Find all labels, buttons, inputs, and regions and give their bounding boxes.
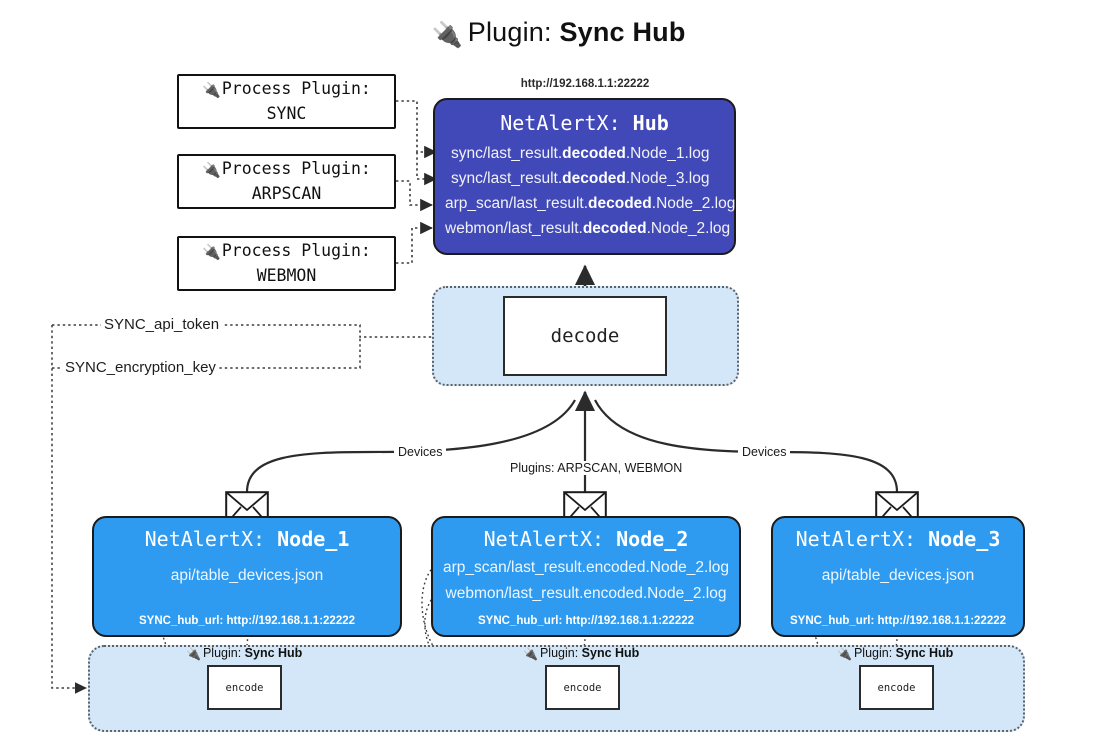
node-1-title-strong: Node_1 <box>277 527 350 551</box>
hub-url-label: http://192.168.1.1:22222 <box>520 78 650 90</box>
encode-box-2-label: encode <box>563 681 602 694</box>
hub-log-pre: sync/last_result. <box>451 145 563 162</box>
decode-box[interactable]: decode <box>503 296 667 376</box>
hub-log-pre: sync/last_result. <box>451 170 563 187</box>
process-plugin-sync-label: Process Plugin: <box>221 79 371 99</box>
hub-log-bold: decoded <box>562 145 626 162</box>
encoder-2-caption-lead: Plugin: <box>539 646 579 660</box>
process-plugin-arpscan-label: Process Plugin: <box>221 159 371 179</box>
plug-icon: 🔌 <box>202 161 221 180</box>
hub-log-list: sync/last_result.decoded.Node_1.log sync… <box>435 141 736 241</box>
plug-icon: 🔌 <box>431 21 463 49</box>
hub-log-post: .Node_1.log <box>625 145 710 162</box>
page-title-lead: Plugin: <box>467 17 552 47</box>
edge-label-plugins-middle: Plugins: ARPSCAN, WEBMON <box>506 461 687 475</box>
node-2[interactable]: NetAlertX: Node_2 arp_scan/last_result.e… <box>431 516 741 637</box>
encode-box-1[interactable]: encode <box>207 665 282 710</box>
page-title-strong: Sync Hub <box>559 17 686 47</box>
node-2-title: NetAlertX: Node_2 <box>433 527 739 551</box>
hub-log-line: arp_scan/last_result.decoded.Node_2.log <box>435 191 736 216</box>
process-plugin-arpscan[interactable]: 🔌Process Plugin: ARPSCAN <box>177 154 396 209</box>
hub-title: NetAlertX: Hub <box>435 111 734 135</box>
node-2-title-lead: NetAlertX: <box>483 527 605 551</box>
process-plugin-webmon-label: Process Plugin: <box>221 241 371 261</box>
hub-title-lead: NetAlertX: <box>500 111 621 135</box>
hub-log-post: .Node_2.log <box>651 195 736 212</box>
encode-box-1-label: encode <box>225 681 264 694</box>
process-plugin-webmon-line1: 🔌Process Plugin: <box>202 239 371 264</box>
encoder-2-caption-strong: Sync Hub <box>581 646 640 660</box>
hub-log-post: .Node_2.log <box>646 220 731 237</box>
node-3-title-lead: NetAlertX: <box>795 527 917 551</box>
plug-icon: 🔌 <box>202 243 221 262</box>
process-plugin-sync[interactable]: 🔌Process Plugin: SYNC <box>177 74 396 129</box>
encoder-1-caption-lead: Plugin: <box>202 646 242 660</box>
hub-log-bold: decoded <box>582 220 647 237</box>
process-plugin-sync-line1: 🔌Process Plugin: <box>202 77 371 102</box>
node-2-title-strong: Node_2 <box>616 527 689 551</box>
hub-node[interactable]: NetAlertX: Hub sync/last_result.decoded.… <box>433 98 736 255</box>
process-plugin-sync-name: SYNC <box>266 103 307 123</box>
hub-log-bold: decoded <box>588 195 652 212</box>
plug-icon: 🔌 <box>202 81 221 100</box>
process-plugin-arpscan-name: ARPSCAN <box>251 183 322 203</box>
node-1-title-lead: NetAlertX: <box>144 527 266 551</box>
node-1-title: NetAlertX: Node_1 <box>94 527 400 551</box>
hub-log-post: .Node_3.log <box>625 170 710 187</box>
encode-box-3-label: encode <box>877 681 916 694</box>
node-2-hub-url: SYNC_hub_url: http://192.168.1.1:22222 <box>477 615 695 627</box>
process-plugin-webmon-name: WEBMON <box>256 265 317 285</box>
hub-log-bold: decoded <box>562 170 626 187</box>
decode-box-label: decode <box>550 325 620 347</box>
node-1[interactable]: NetAlertX: Node_1 api/table_devices.json… <box>92 516 402 637</box>
encoder-3-caption-lead: Plugin: <box>853 646 893 660</box>
encode-box-2[interactable]: encode <box>545 665 620 710</box>
hub-log-line: sync/last_result.decoded.Node_1.log <box>435 141 734 166</box>
env-var-sync-api-token: SYNC_api_token <box>101 316 223 333</box>
node-1-hub-url: SYNC_hub_url: http://192.168.1.1:22222 <box>138 615 356 627</box>
node-3-hub-url: SYNC_hub_url: http://192.168.1.1:22222 <box>789 615 1007 627</box>
encoder-3-caption: 🔌Plugin: Sync Hub <box>837 646 953 661</box>
env-var-sync-encryption-key: SYNC_encryption_key <box>62 359 219 376</box>
hub-log-line: sync/last_result.decoded.Node_3.log <box>435 166 734 191</box>
plug-icon: 🔌 <box>186 647 201 661</box>
page-title: 🔌Plugin: Sync Hub <box>0 17 1117 50</box>
node-3-title-strong: Node_3 <box>928 527 1001 551</box>
node-2-artifact: arp_scan/last_result.encoded.Node_2.log <box>442 559 730 576</box>
node-3-artifact: api/table_devices.json <box>821 567 975 584</box>
node-2-artifact: webmon/last_result.encoded.Node_2.log <box>445 585 727 602</box>
hub-title-strong: Hub <box>632 111 669 135</box>
encoder-1-caption: 🔌Plugin: Sync Hub <box>186 646 302 661</box>
encoder-1-caption-strong: Sync Hub <box>244 646 303 660</box>
hub-log-line: webmon/last_result.decoded.Node_2.log <box>435 216 734 241</box>
encoder-2-caption: 🔌Plugin: Sync Hub <box>523 646 639 661</box>
plug-icon: 🔌 <box>523 647 538 661</box>
process-plugin-webmon[interactable]: 🔌Process Plugin: WEBMON <box>177 236 396 291</box>
hub-log-pre: webmon/last_result. <box>445 220 583 237</box>
encoder-3-caption-strong: Sync Hub <box>895 646 954 660</box>
process-plugin-arpscan-line1: 🔌Process Plugin: <box>202 157 371 182</box>
node-3-title: NetAlertX: Node_3 <box>773 527 1023 551</box>
plug-icon: 🔌 <box>837 647 852 661</box>
edge-label-devices-right: Devices <box>738 445 791 459</box>
hub-log-pre: arp_scan/last_result. <box>445 195 589 212</box>
node-1-artifact: api/table_devices.json <box>170 567 324 584</box>
edge-label-devices-left: Devices <box>394 445 447 459</box>
node-3[interactable]: NetAlertX: Node_3 api/table_devices.json… <box>771 516 1025 637</box>
encode-box-3[interactable]: encode <box>859 665 934 710</box>
